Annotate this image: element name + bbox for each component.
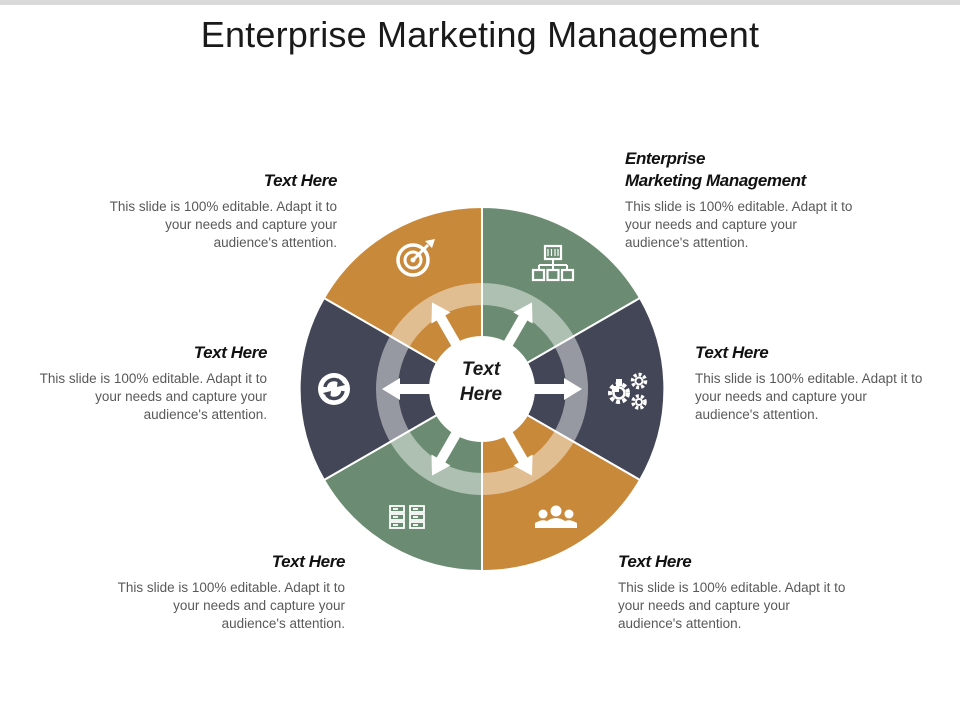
callout-body: This slide is 100% editable. Adapt it to… [109,199,337,250]
callout-heading: Text Here [271,552,346,571]
callout-body: This slide is 100% editable. Adapt it to… [618,580,846,631]
center-label-line: Here [459,384,503,405]
callout-heading: Enterprise Marketing Management [625,148,855,192]
target-icon [396,239,435,277]
callout-body: This slide is 100% editable. Adapt it to… [625,199,853,250]
arrow-left [382,378,442,400]
hierarchy-icon [531,244,575,282]
callout-top-right: Enterprise Marketing Management This sli… [625,148,855,252]
callout-body: This slide is 100% editable. Adapt it to… [695,371,923,422]
segment-bottom-right [481,387,642,573]
segment-top-right [481,205,642,391]
center-label-line: Text [461,359,501,380]
gears-icon [608,372,648,410]
callout-left: Text Here This slide is 100% editable. A… [37,342,268,424]
callout-bottom-right: Text Here This slide is 100% editable. A… [618,551,848,633]
server-icon [389,505,425,529]
segment-bottom-left [322,387,483,573]
team-icon [535,505,577,528]
callout-body: This slide is 100% editable. Adapt it to… [39,371,267,422]
callout-heading-line2: Marketing Management [625,171,806,190]
arrow-right [522,378,582,400]
callout-bottom-left: Text Here This slide is 100% editable. A… [115,551,346,633]
callout-body: This slide is 100% editable. Adapt it to… [117,580,345,631]
center-circle [429,336,535,442]
callout-right: Text Here This slide is 100% editable. A… [695,342,925,424]
callout-heading: Text Here [263,171,338,190]
callout-heading: Text Here [695,343,769,362]
page-title: Enterprise Marketing Management [200,14,760,55]
segment-top-left [322,205,483,391]
callout-heading-line1: Enterprise [625,149,706,168]
refresh-icon [318,373,350,405]
callout-top-left: Text Here This slide is 100% editable. A… [107,170,338,252]
callout-heading: Text Here [193,343,268,362]
top-bar [0,0,960,5]
callout-heading: Text Here [618,552,692,571]
